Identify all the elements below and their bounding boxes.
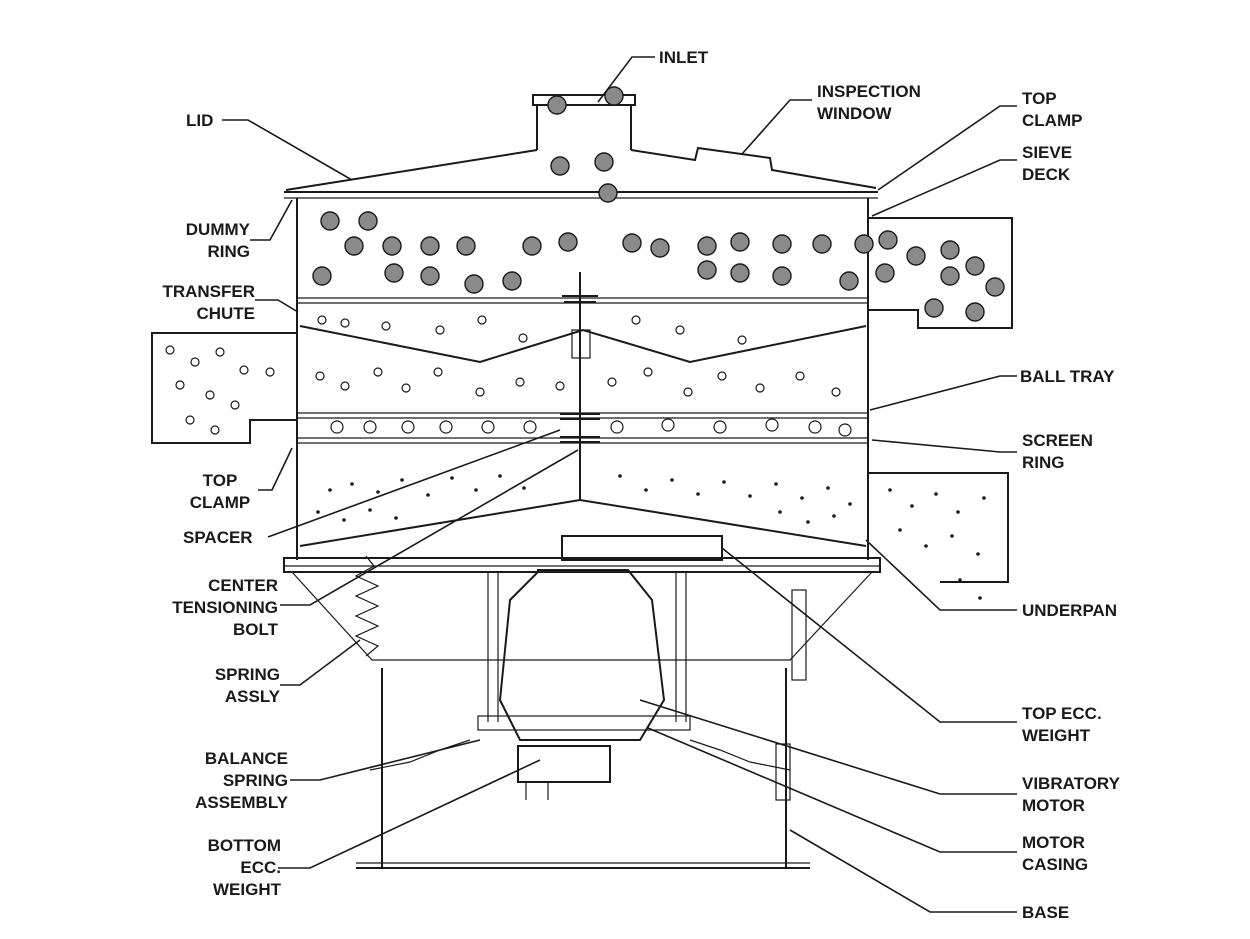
label-spacer: SPACER [183,528,253,547]
label-lid: LID [186,111,214,130]
leader-lines [222,56,1017,913]
ball-tray-rings [330,418,852,437]
inlet-neck [532,94,636,150]
center-rod [560,272,600,500]
lid [284,146,878,199]
label-base: BASE [1022,903,1070,922]
material-particles [165,315,986,600]
label-top-ecc-weight: TOP ECC.WEIGHT [1022,704,1102,745]
side-chutes [151,217,1013,583]
separator-body [283,198,881,573]
motor-assembly [291,535,873,800]
label-underpan: UNDERPAN [1022,601,1118,620]
label-inlet: INLET [659,48,709,67]
sieve-balls [312,86,1005,322]
label-ball-tray: BALL TRAY [1020,367,1115,386]
springs [354,555,791,801]
